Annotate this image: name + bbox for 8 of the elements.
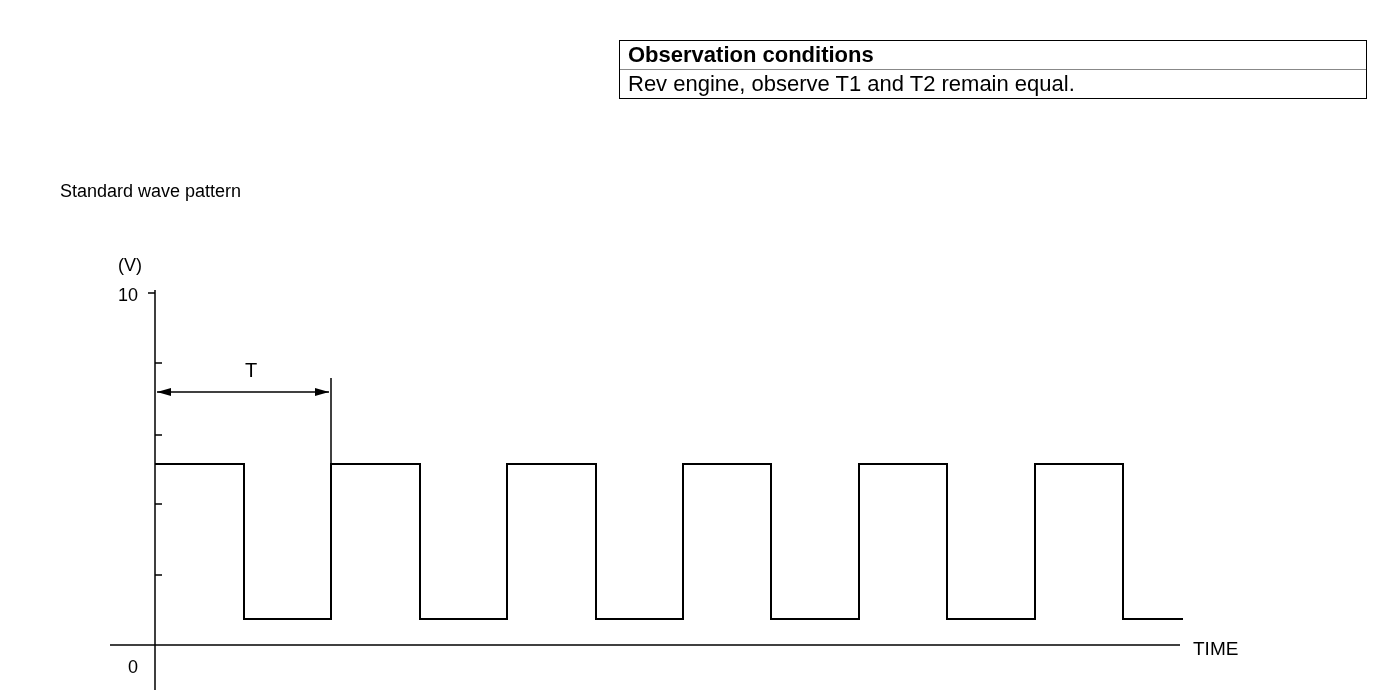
- axis-label: TIME: [1193, 639, 1239, 658]
- table-header: Observation conditions: [620, 41, 1366, 70]
- axis-label: 0: [128, 658, 138, 676]
- dimension-label: T: [245, 360, 258, 380]
- axis-label: 10: [118, 286, 139, 304]
- axis-label: (V): [118, 256, 142, 274]
- chart-title: Standard wave pattern: [60, 182, 242, 200]
- table-cell-text: Rev engine, observe T1 and T2 remain equal.: [627, 70, 1076, 98]
